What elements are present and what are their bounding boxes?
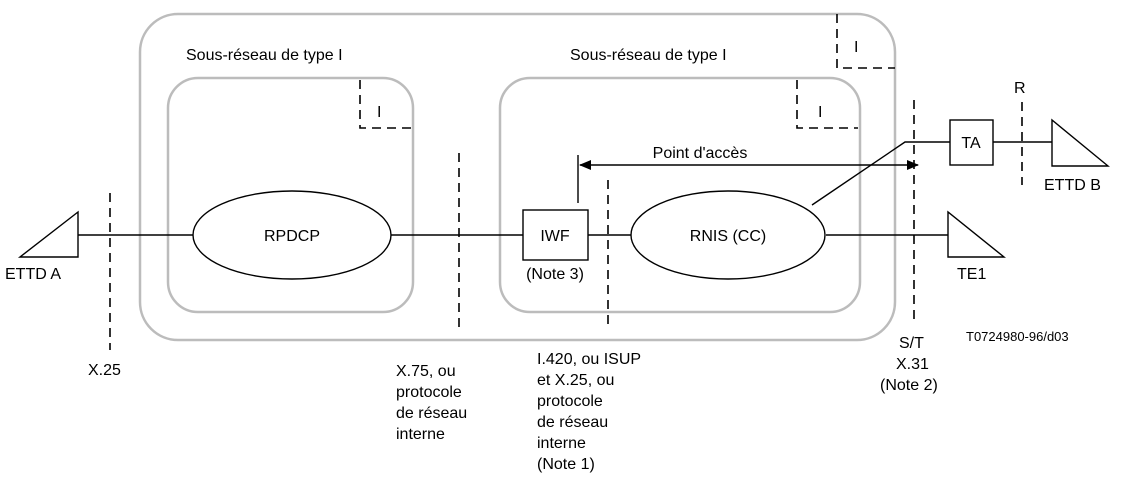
- x75-line-4: interne: [396, 426, 445, 443]
- left-marker-corner: [359, 80, 413, 129]
- ettd-a-terminal: [17, 210, 79, 258]
- right-marker-corner: [796, 80, 858, 129]
- ettd-b-label: ETTD B: [1044, 177, 1101, 194]
- iwf-label: IWF: [540, 228, 570, 245]
- figure-reference: T0724980-96/d03: [966, 329, 1069, 344]
- left-subnetwork-title: Sous-réseau de type I: [186, 47, 343, 64]
- x75-line-2: protocole: [396, 384, 462, 401]
- rpdcp-node: [192, 190, 392, 280]
- te1-label: TE1: [957, 266, 986, 283]
- outer-subnetwork-box: [138, 12, 897, 342]
- right-subnetwork-box: [498, 76, 862, 314]
- rnis-label: RNIS (CC): [690, 228, 766, 245]
- i420-line-6: (Note 1): [537, 456, 595, 473]
- right-marker-label: I: [818, 104, 822, 121]
- i420-line-3: protocole: [537, 393, 603, 410]
- x75-line-3: de réseau: [396, 405, 467, 422]
- ta-label: TA: [961, 135, 981, 152]
- left-subnetwork-box: [166, 76, 415, 314]
- x75-line-1: X.75, ou: [396, 363, 456, 380]
- te1-terminal: [947, 210, 1006, 258]
- iwf-note: (Note 3): [526, 266, 584, 283]
- st-line-1: S/T: [899, 335, 924, 352]
- rpdcp-label: RPDCP: [264, 228, 320, 245]
- i420-line-5: interne: [537, 435, 586, 452]
- i420-line-1: I.420, ou ISUP: [537, 351, 641, 368]
- st-line-2: X.31: [896, 356, 929, 373]
- left-marker-label: I: [377, 104, 381, 121]
- link-rnis-ta: [811, 141, 950, 206]
- iwf-box: [522, 209, 589, 261]
- ta-box: [949, 119, 994, 166]
- i420-line-2: et X.25, ou: [537, 372, 614, 389]
- outer-marker-label: I: [854, 39, 858, 56]
- outer-marker-corner: [836, 14, 895, 69]
- right-subnetwork-title: Sous-réseau de type I: [570, 47, 727, 64]
- ettd-a-label: ETTD A: [5, 266, 61, 283]
- x25-label: X.25: [88, 362, 121, 379]
- rnis-node: [630, 190, 826, 280]
- st-line-3: (Note 2): [880, 377, 938, 394]
- ettd-b-terminal: [1051, 118, 1110, 167]
- access-point-label: Point d'accès: [653, 145, 748, 162]
- r-label: R: [1014, 80, 1026, 97]
- i420-line-4: de réseau: [537, 414, 608, 431]
